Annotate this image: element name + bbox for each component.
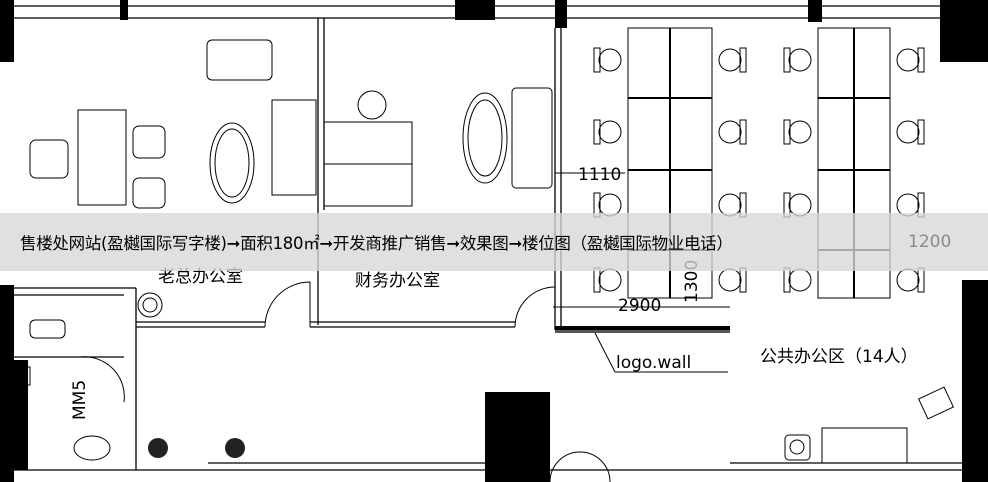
chair-back [917, 119, 925, 145]
chair-back [739, 119, 747, 145]
finance-office-furniture [323, 87, 553, 207]
chair [598, 268, 622, 292]
equipment [784, 386, 955, 464]
dimension-2900: 2900 [618, 296, 661, 316]
chair-back [593, 47, 601, 73]
chair [788, 120, 812, 144]
chair [896, 48, 920, 72]
chair-back [739, 47, 747, 73]
chair [718, 268, 742, 292]
chair [718, 120, 742, 144]
chair [788, 268, 812, 292]
logo-wall-label: logo.wall [616, 353, 691, 373]
chair [896, 120, 920, 144]
chair [896, 268, 920, 292]
room-label-finance-office: 财务办公室 [355, 271, 440, 291]
watermark-banner [0, 213, 988, 271]
banner-text: 售楼处网站(盈樾国际写字楼)➞面积180㎡➞开发商推广销售➞效果图➞楼位图（盈樾… [20, 234, 733, 253]
chair-back [783, 119, 791, 145]
bathroom-fixtures [13, 319, 245, 461]
room-label-boss-office: 老总办公室 [158, 267, 243, 287]
chair [598, 120, 622, 144]
logo-wall [553, 172, 730, 373]
dimension-1110: 1110 [578, 165, 621, 185]
chair-back [783, 47, 791, 73]
room-label-public-office: 公共办公区（14人） [760, 347, 918, 367]
chair [598, 48, 622, 72]
chair-back [593, 119, 601, 145]
dimension-1200: 1200 [908, 232, 952, 252]
chair [788, 48, 812, 72]
chair-back [917, 47, 925, 73]
boss-office-furniture [29, 39, 317, 318]
door-tag-label: MM5 [70, 380, 90, 420]
chair [718, 48, 742, 72]
